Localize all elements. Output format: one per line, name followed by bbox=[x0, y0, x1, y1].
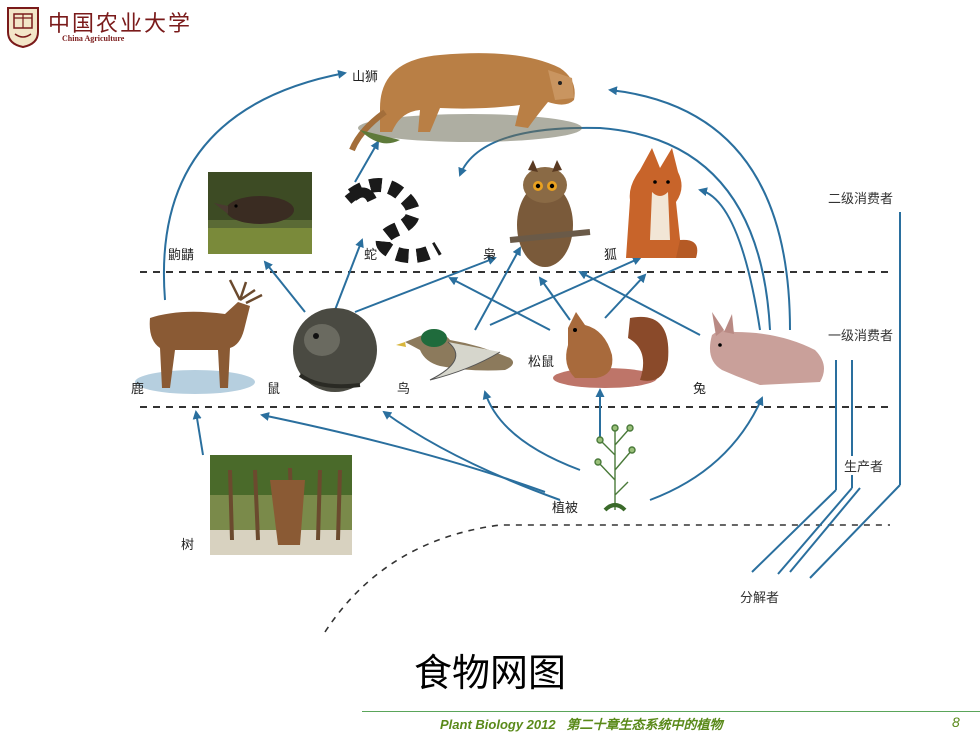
label-squirrel: 松鼠 bbox=[528, 355, 555, 370]
fox-image bbox=[626, 148, 698, 258]
label-tree: 树 bbox=[181, 538, 195, 553]
footer-chapter: 第二十章生态系统中的植物 bbox=[566, 718, 723, 733]
label-producer: 生产者 bbox=[842, 456, 886, 475]
food-web-arrows bbox=[163, 69, 791, 501]
shrew-image bbox=[208, 172, 312, 254]
label-fox: 狐 bbox=[604, 248, 618, 263]
label-shrew: 鼩鼱 bbox=[168, 248, 195, 263]
label-secondary-consumer: 二级消费者 bbox=[826, 188, 896, 207]
page-number: 8 bbox=[952, 714, 960, 730]
label-bird: 鸟 bbox=[397, 382, 411, 397]
label-deer: 鹿 bbox=[131, 382, 145, 397]
footer-text: Plant Biology 2012 第二十章生态系统中的植物 bbox=[440, 714, 722, 733]
logo-chinese-text: 中国农业大学 bbox=[48, 12, 193, 37]
label-owl: 枭 bbox=[483, 248, 497, 263]
owl-image bbox=[509, 160, 591, 267]
rabbit-image bbox=[709, 312, 824, 385]
mouse-image bbox=[293, 308, 377, 392]
snake-image bbox=[344, 178, 442, 264]
trophic-level-dividers bbox=[140, 271, 890, 633]
label-snake: 蛇 bbox=[364, 248, 378, 263]
duck-image bbox=[396, 329, 514, 381]
slide-title: 食物网图 bbox=[413, 651, 566, 695]
level-guide-lines bbox=[751, 212, 901, 579]
vegetation-image bbox=[594, 424, 636, 512]
label-puma: 山狮 bbox=[352, 70, 379, 85]
squirrel-image bbox=[553, 312, 669, 388]
label-rabbit: 兔 bbox=[693, 382, 707, 397]
logo-english-text: China Agriculture bbox=[62, 34, 125, 43]
label-primary-consumer: 一级消费者 bbox=[826, 325, 896, 344]
label-mouse: 鼠 bbox=[267, 382, 281, 397]
label-vegetation: 植被 bbox=[552, 501, 579, 516]
seal-icon bbox=[7, 7, 39, 48]
tree-image bbox=[210, 455, 352, 555]
university-logo: 中国农业大学 China Agriculture bbox=[6, 4, 190, 52]
footer-divider bbox=[362, 711, 980, 712]
label-decomposer: 分解者 bbox=[738, 587, 782, 606]
footer-course: Plant Biology 2012 bbox=[440, 717, 556, 732]
puma-image bbox=[349, 53, 582, 152]
deer-image bbox=[135, 279, 263, 394]
